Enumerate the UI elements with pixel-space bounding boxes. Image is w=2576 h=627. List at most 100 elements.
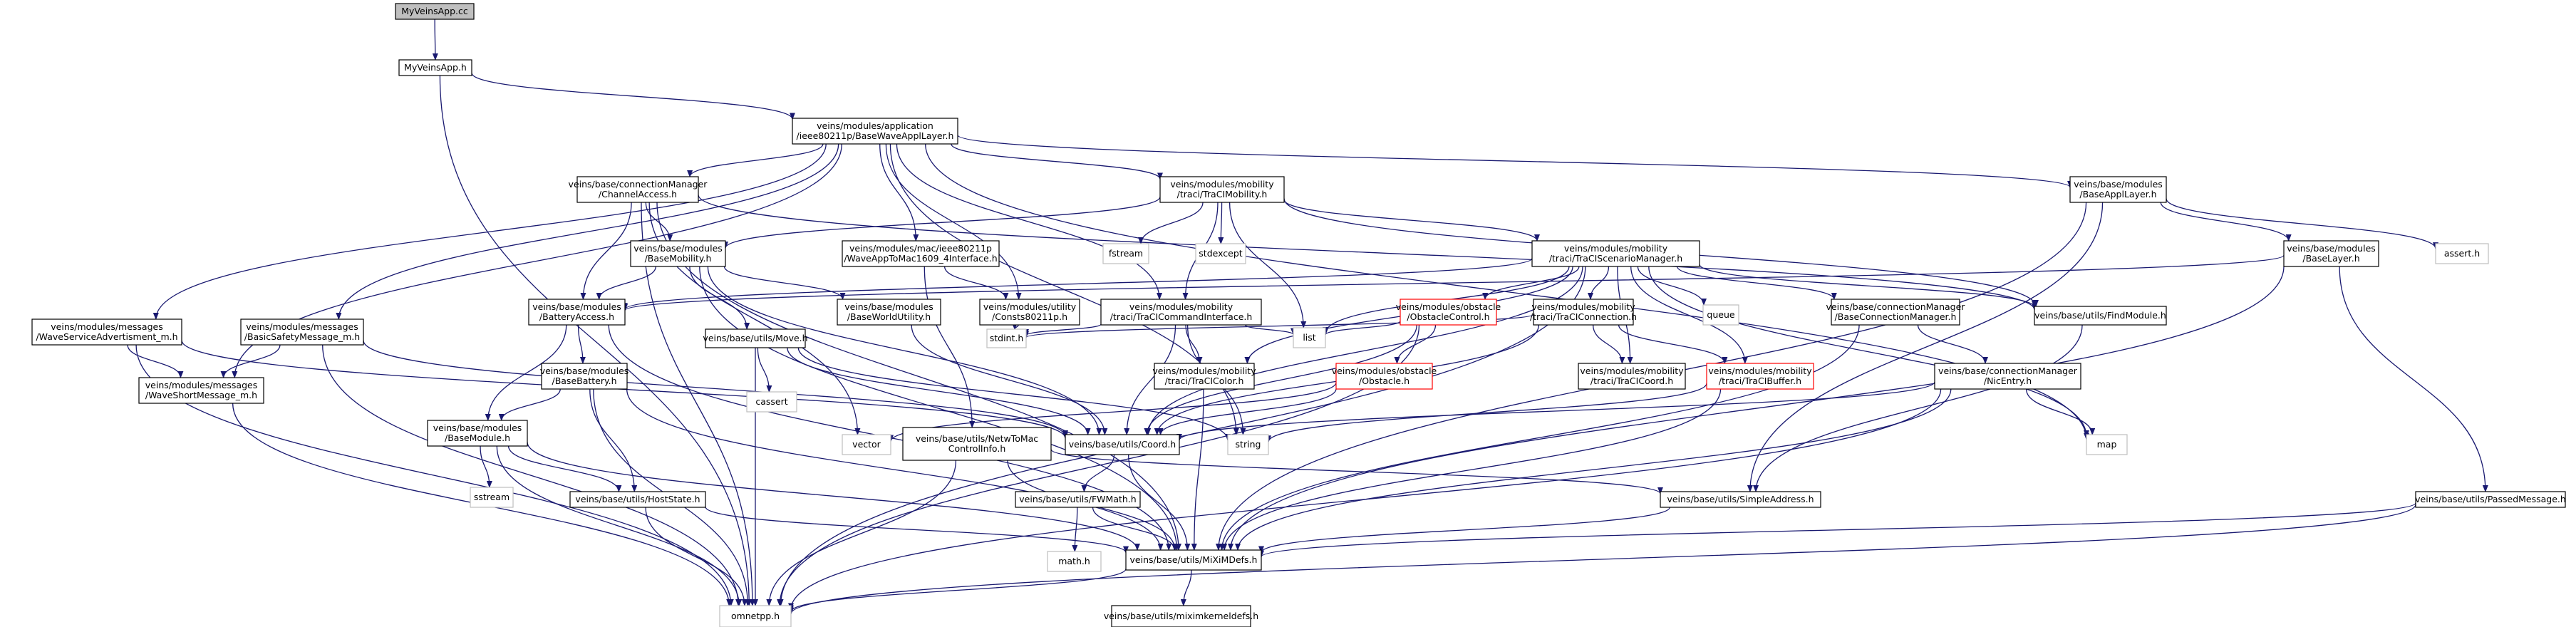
node-label-nettomac-1: ControlInfo.h (948, 443, 1006, 454)
node-label-bsm-0: veins/modules/messages (246, 321, 358, 332)
node-label-basewaveapplayer-1: /ieee80211p/BaseWaveApplLayer.h (797, 130, 954, 141)
node-basebattery[interactable]: veins/base/modules/BaseBattery.h (540, 363, 629, 390)
node-fstream: fstream (1102, 243, 1149, 264)
node-box-fstream (1102, 243, 1149, 264)
edge-bsm-to-omnetpp (322, 344, 742, 606)
node-move[interactable]: veins/base/utils/Move.h (703, 328, 808, 348)
node-basemodule[interactable]: veins/base/modules/BaseModule.h (427, 420, 528, 447)
node-baseappllayer[interactable]: veins/base/modules/BaseApplLayer.h (2069, 176, 2167, 203)
node-label-obstacle-0: veins/modules/obstacle (1332, 366, 1437, 376)
node-batteryaccess[interactable]: veins/base/modules/BatteryAccess.h (528, 299, 626, 326)
node-label-baseconnectionmanager-0: veins/base/connectionManager (1826, 301, 1966, 312)
node-label-mathh-0: math.h (1058, 556, 1090, 566)
node-basemobility[interactable]: veins/base/modules/BaseMobility.h (630, 240, 726, 267)
edge-scenariomanager-to-obstaclecontrol (1482, 266, 1580, 300)
node-label-commandinterface-0: veins/modules/mobility (1129, 301, 1233, 312)
node-tracicoord[interactable]: veins/modules/mobility/traci/TraCICoord.… (1578, 363, 1686, 390)
node-baselayer[interactable]: veins/base/modules/BaseLayer.h (2283, 240, 2379, 267)
node-box-assert_h (2435, 243, 2489, 264)
node-basewaveapplayer[interactable]: veins/modules/application/ieee80211p/Bas… (792, 118, 958, 145)
node-label-batteryaccess-1: /BatteryAccess.h (539, 311, 614, 322)
node-hoststate[interactable]: veins/base/utils/HostState.h (569, 491, 706, 508)
node-box-nettomac (902, 427, 1052, 461)
node-tracicolor[interactable]: veins/modules/mobility/traci/TraCIColor.… (1152, 363, 1256, 390)
node-box-tracimobility (1159, 176, 1285, 203)
node-label-miximdefs-0: veins/base/utils/MiXiMDefs.h (1130, 554, 1258, 565)
edge-consts80211p-to-stdint (1011, 322, 1019, 330)
node-box-queue (1702, 304, 1739, 326)
node-myveinsapp_cc[interactable]: MyVeinsApp.cc (395, 3, 475, 20)
node-waveapptomac[interactable]: veins/modules/mac/ieee80211p/WaveAppToMa… (842, 240, 1000, 267)
node-passedmessage[interactable]: veins/base/utils/PassedMessage.h (2415, 491, 2566, 508)
edge-basemodule-to-hoststate (507, 445, 622, 492)
node-label-wsm-0: veins/modules/messages (145, 380, 257, 390)
node-label-stdint-0: stdint.h (990, 333, 1024, 343)
node-myveinsapp_h[interactable]: MyVeinsApp.h (398, 59, 472, 76)
node-fwmath[interactable]: veins/base/utils/FWMath.h (1015, 491, 1141, 508)
node-box-map (2086, 434, 2128, 455)
edge-miximdefs-to-omnetpp (788, 568, 1127, 613)
node-label-sstream-0: sstream (474, 492, 509, 502)
node-tracimobility[interactable]: veins/modules/mobility/traci/TraCIMobili… (1159, 176, 1285, 203)
node-nicentry[interactable]: veins/base/connectionManager/NicEntry.h (1934, 363, 2081, 390)
node-scenariomanager[interactable]: veins/modules/mobility/traci/TraCIScenar… (1531, 240, 1700, 267)
edge-baseconnectionmanager-to-miximdefs (1219, 324, 1860, 551)
node-obstacle[interactable]: veins/modules/obstacle/Obstacle.h (1332, 363, 1437, 390)
node-miximkerneldefs[interactable]: veins/base/utils/miximkerneldefs.h (1104, 605, 1258, 627)
edge-commandinterface-to-coord (1124, 324, 1176, 435)
node-queue: queue (1702, 304, 1739, 326)
edge-basewaveapplayer-to-waveapptomac (879, 143, 919, 242)
node-box-move (705, 328, 806, 348)
node-box-baselayer (2283, 240, 2379, 267)
node-channelaccess[interactable]: veins/base/connectionManager/ChannelAcce… (569, 176, 708, 203)
node-obstaclecontrol[interactable]: veins/modules/obstacle/ObstacleControl.h (1396, 299, 1501, 326)
node-label-scenariomanager-0: veins/modules/mobility (1564, 243, 1668, 254)
edge-miximdefs-to-miximkerneldefs (1180, 569, 1192, 606)
node-bsm[interactable]: veins/modules/messages/BasicSafetyMessag… (240, 318, 364, 346)
node-tracibuffer[interactable]: veins/modules/mobility/traci/TraCIBuffer… (1706, 363, 1814, 390)
node-miximdefs[interactable]: veins/base/utils/MiXiMDefs.h (1125, 549, 1262, 571)
node-baseworldutility[interactable]: veins/base/modules/BaseWorldUtility.h (837, 299, 941, 326)
node-label-basebattery-1: /BaseBattery.h (552, 375, 616, 386)
node-traciconnection[interactable]: veins/modules/mobility/traci/TraCIConnec… (1530, 299, 1637, 326)
node-box-batteryaccess (528, 299, 626, 326)
edge-basewaveapplayer-to-bsm (336, 143, 839, 320)
node-label-basemobility-1: /BaseMobility.h (645, 253, 712, 264)
node-commandinterface[interactable]: veins/modules/mobility/traci/TraCIComman… (1100, 299, 1262, 326)
edge-bsm-to-wsm (220, 344, 281, 378)
node-box-basemodule (427, 420, 528, 447)
node-coord[interactable]: veins/base/utils/Coord.h (1065, 434, 1180, 455)
edge-basebattery-to-miximdefs (626, 388, 1164, 551)
edge-baselayer-to-miximdefs (1228, 266, 2285, 551)
node-findmodule[interactable]: veins/base/utils/FindModule.h (2034, 306, 2167, 326)
edge-basebattery-to-hoststate (589, 388, 638, 492)
node-box-miximkerneldefs (1111, 605, 1251, 627)
node-label-tracicoord-1: /traci/TraCICoord.h (1590, 375, 1673, 386)
edge-channelaccess-to-findmodule (698, 195, 2037, 311)
node-label-basebattery-0: veins/base/modules (540, 366, 629, 376)
node-baseconnectionmanager[interactable]: veins/base/connectionManager/BaseConnect… (1826, 299, 1966, 326)
node-box-baseworldutility (837, 299, 941, 326)
edge-hoststate-to-miximdefs (705, 507, 1129, 554)
node-wsa[interactable]: veins/modules/messages/WaveServiceAdvert… (31, 318, 182, 346)
edge-commandinterface-to-stdint (1023, 323, 1102, 336)
node-list: list (1293, 327, 1326, 348)
edge-scenariomanager-to-findmodule (1699, 264, 2037, 309)
node-label-tracimobility-0: veins/modules/mobility (1170, 179, 1274, 190)
node-box-basemobility (630, 240, 726, 267)
node-box-tracicolor (1154, 363, 1255, 390)
edge-basebattery-to-basemodule (498, 388, 561, 421)
edge-basewaveapplayer-to-map (925, 143, 2089, 440)
node-label-wsa-1: /WaveServiceAdvertisment_m.h (36, 331, 177, 342)
node-wsm[interactable]: veins/modules/messages/WaveShortMessage_… (138, 377, 264, 404)
edge-scenariomanager-to-batteryaccess (622, 258, 1533, 311)
node-stdexcept: stdexcept (1195, 243, 1246, 264)
node-label-omnetpp-0: omnetpp.h (731, 611, 780, 621)
node-simpleaddress[interactable]: veins/base/utils/SimpleAddress.h (1660, 491, 1821, 508)
node-label-passedmessage-0: veins/base/utils/PassedMessage.h (2415, 494, 2566, 504)
node-consts80211p[interactable]: veins/modules/utility/Consts80211p.h (979, 299, 1080, 326)
edge-basewaveapplayer-to-channelaccess (687, 143, 824, 177)
edge-scenariomanager-to-map (1648, 266, 2089, 437)
node-box-wsa (31, 318, 182, 346)
